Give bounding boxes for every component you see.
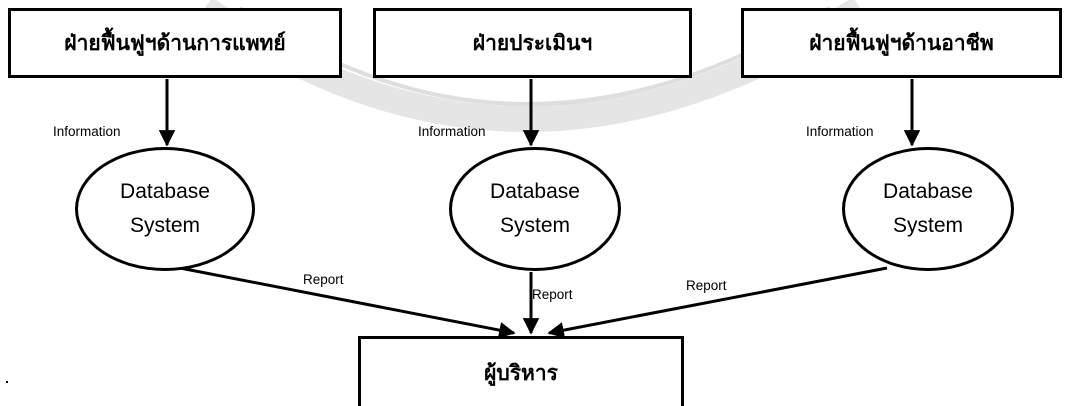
- stray-dot: [6, 381, 8, 383]
- database-line2: System: [892, 214, 963, 237]
- data-flow-diagram: ฝ่ายฟื้นฟูฯด้านการแพทย์ ฝ่ายประเมินฯ ฝ่า…: [6, 0, 1062, 406]
- report-label-1: Report: [303, 272, 344, 287]
- executive-label: ผู้บริหาร: [484, 361, 558, 385]
- assessment-dept-box: ฝ่ายประเมินฯ: [373, 8, 692, 78]
- information-label-1: Information: [53, 124, 121, 139]
- career-rehab-dept-label: ฝ่ายฟื้นฟูฯด้านอาชีพ: [809, 30, 994, 55]
- information-label-2: Information: [418, 124, 486, 139]
- database-line1: Database: [883, 180, 973, 203]
- connector-layer: [158, 79, 921, 339]
- database-system-node-1: Database System: [75, 147, 255, 271]
- database-line1: Database: [120, 180, 210, 203]
- report-label-2: Report: [532, 287, 573, 302]
- report-label-3: Report: [686, 278, 727, 293]
- database-line2: System: [129, 214, 200, 237]
- database-line2: System: [499, 214, 570, 237]
- medical-rehab-dept-box: ฝ่ายฟื้นฟูฯด้านการแพทย์: [8, 8, 342, 78]
- database-system-node-2: Database System: [449, 147, 621, 271]
- database-system-node-3: Database System: [842, 147, 1014, 271]
- career-rehab-dept-box: ฝ่ายฟื้นฟูฯด้านอาชีพ: [741, 8, 1062, 78]
- medical-rehab-dept-label: ฝ่ายฟื้นฟูฯด้านการแพทย์: [64, 30, 286, 55]
- executive-box: ผู้บริหาร: [358, 336, 684, 406]
- arrow-db3-to-exec: [547, 266, 888, 339]
- assessment-dept-label: ฝ่ายประเมินฯ: [472, 30, 593, 55]
- arrow-db1-to-exec: [179, 266, 516, 339]
- database-line1: Database: [490, 180, 580, 203]
- information-label-3: Information: [806, 124, 874, 139]
